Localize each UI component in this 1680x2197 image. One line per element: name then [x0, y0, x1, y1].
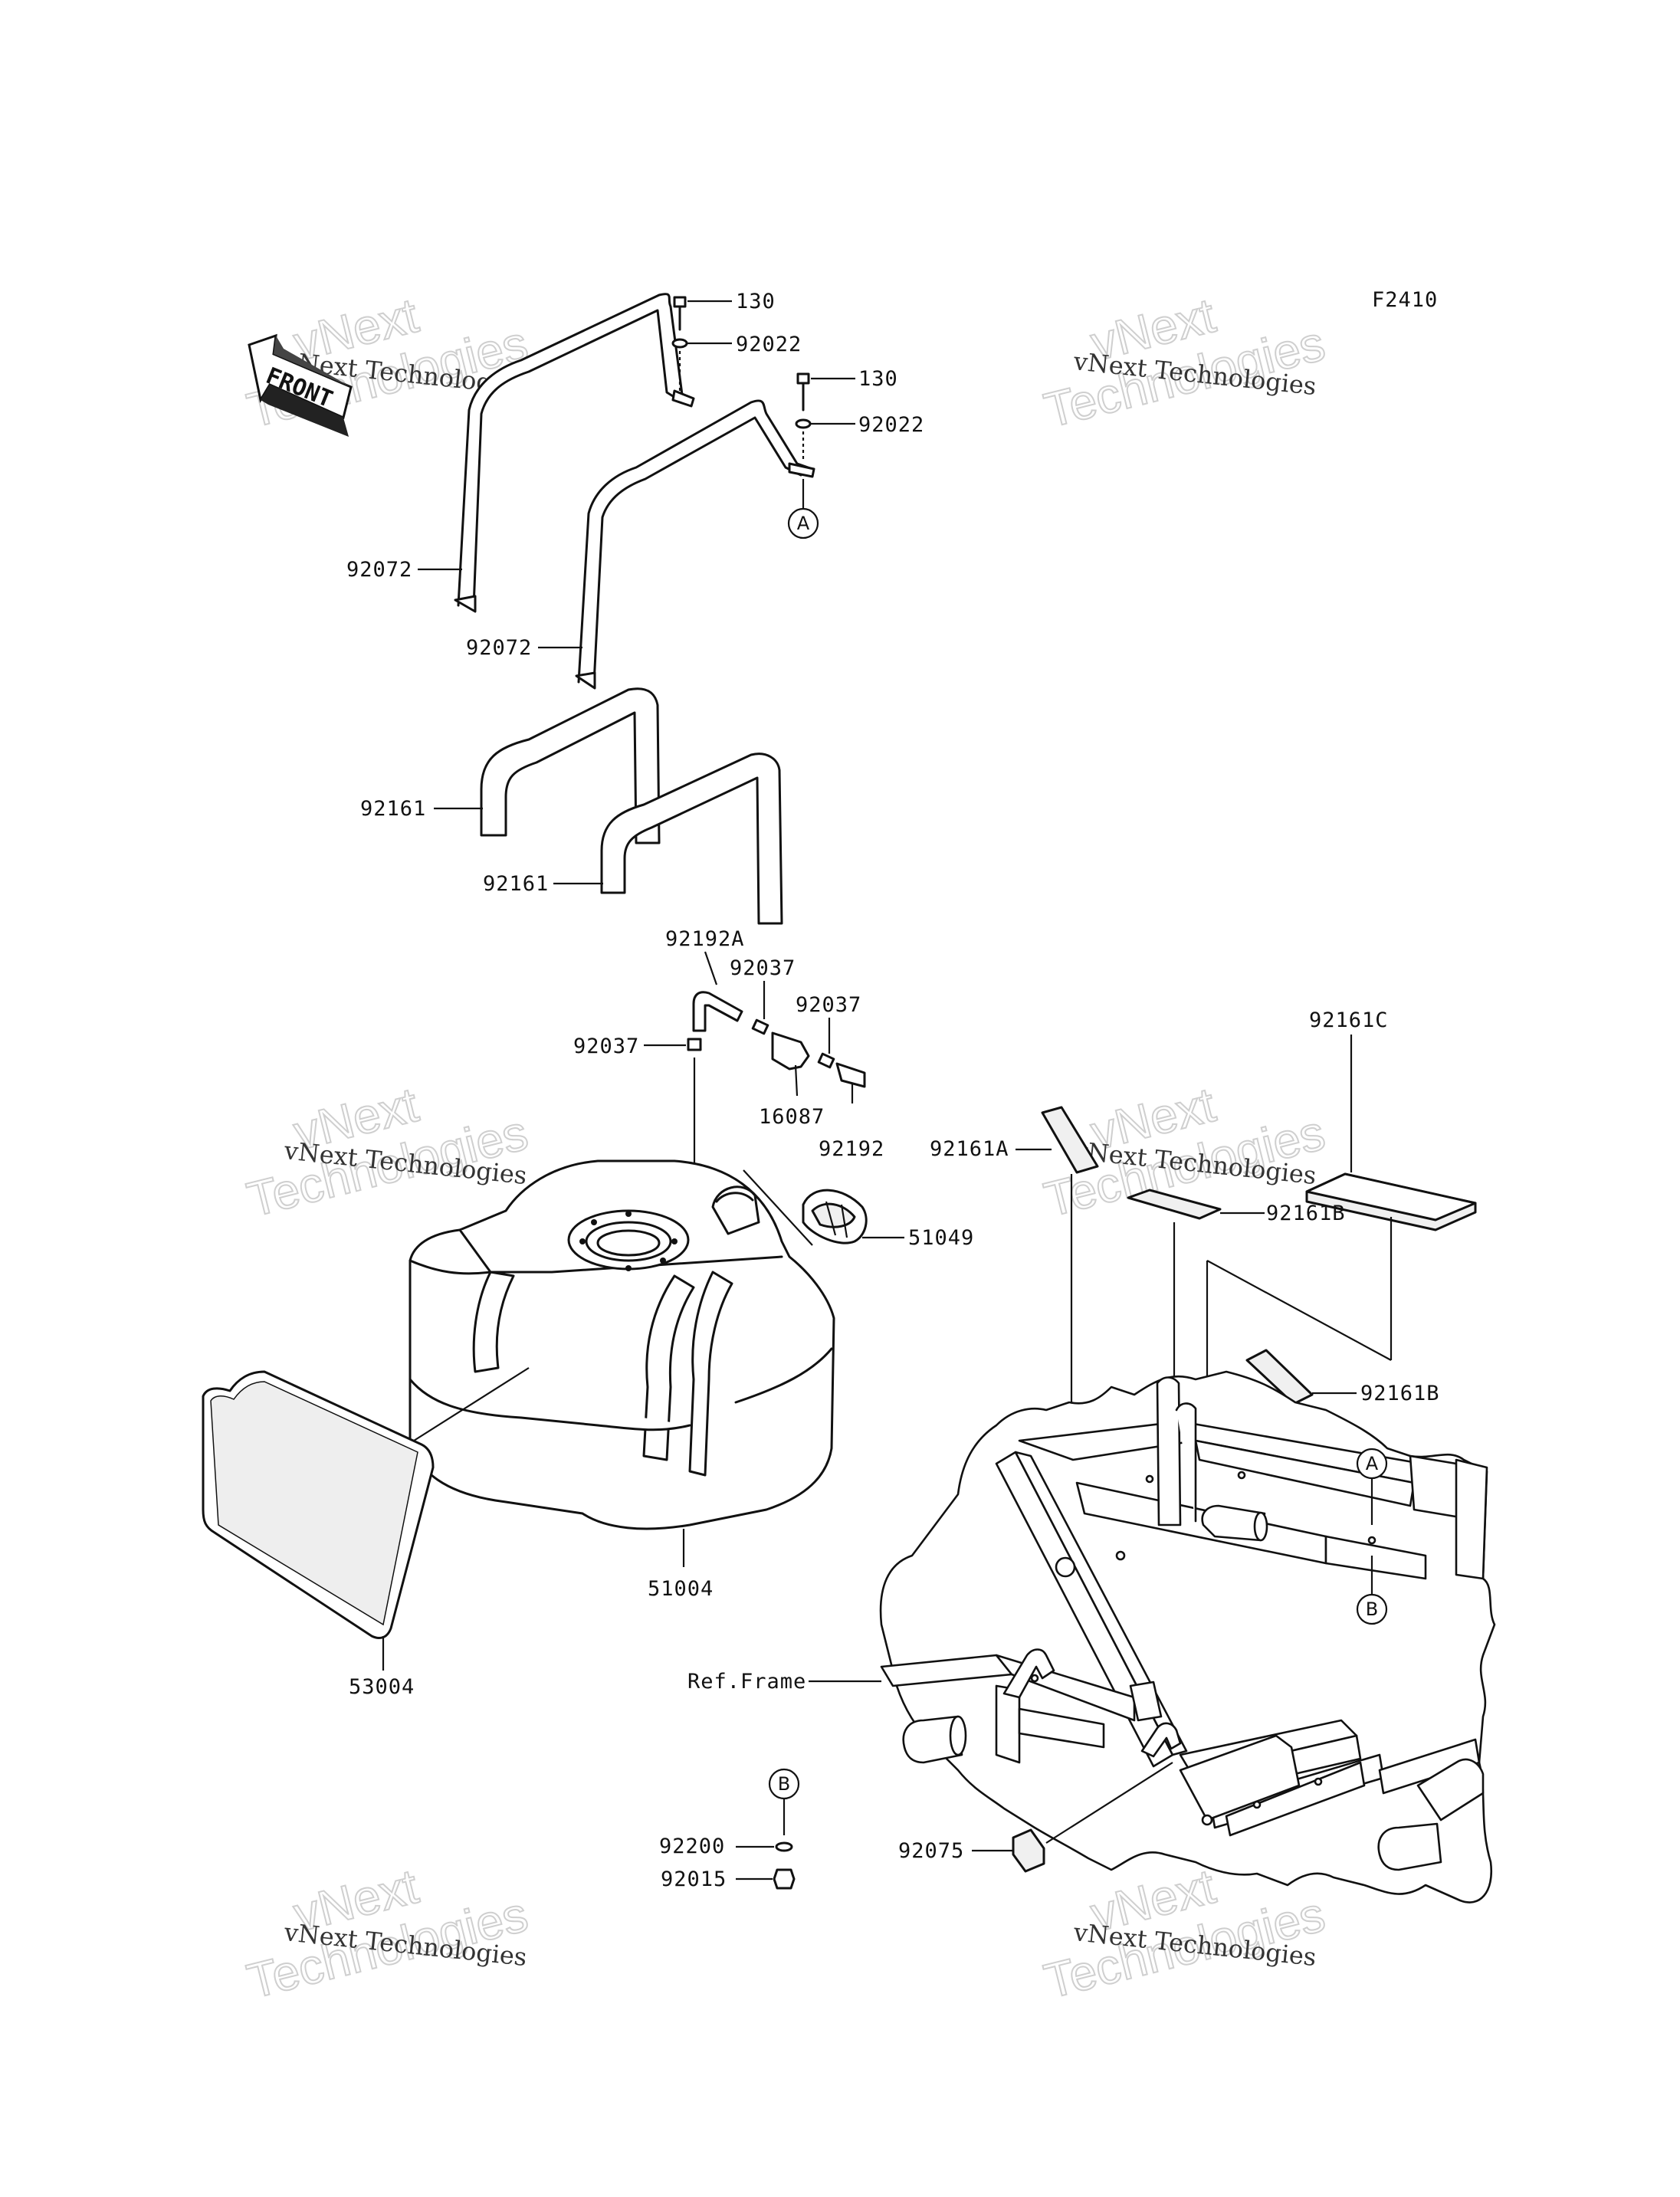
part-label-130: 130: [736, 290, 776, 313]
part-label-92192: 92192: [819, 1137, 884, 1161]
part-label-92072: 92072: [466, 636, 532, 660]
leader-line: [704, 951, 718, 985]
svg-text:B: B: [778, 1773, 790, 1795]
part-label-130: 130: [858, 367, 898, 391]
leader-line: [743, 1169, 813, 1246]
nut-92015: [773, 1868, 796, 1890]
part-label-51049: 51049: [908, 1226, 974, 1250]
watermark-mid-left: vNext Technologies: [241, 1076, 534, 1228]
fuel-cap-51049: [802, 1189, 868, 1244]
part-label-92161A: 92161A: [930, 1137, 1009, 1161]
part-label-92161: 92161: [360, 797, 426, 821]
watermark-bottom-left: vNext Technologies: [241, 1858, 534, 2010]
part-label-92037: 92037: [573, 1035, 639, 1058]
clamp-92037-b: [817, 1052, 835, 1069]
part-label-92200: 92200: [659, 1835, 725, 1858]
washer-92022-a: [671, 338, 688, 349]
pad-92075: [1012, 1828, 1045, 1873]
part-label-92015: 92015: [661, 1867, 727, 1891]
pad-92161B-upper: [1127, 1189, 1222, 1220]
svg-text:B: B: [1366, 1599, 1378, 1620]
part-label-92022: 92022: [858, 413, 924, 437]
callout-a-frame: A: [1356, 1448, 1388, 1480]
watermark-top-right: vNext Technologies: [1039, 287, 1331, 439]
part-label-92037: 92037: [796, 993, 861, 1017]
callout-b-bottom: B: [768, 1768, 800, 1800]
part-label-51004: 51004: [648, 1577, 714, 1601]
part-label-92192A: 92192A: [665, 927, 745, 951]
callout-b-frame: B: [1356, 1593, 1388, 1625]
bolt-130-a: [673, 296, 687, 331]
leader-line: [413, 1367, 530, 1441]
part-label-92022: 92022: [736, 333, 802, 356]
pad-92161B-lower: [1245, 1349, 1314, 1405]
part-label-53004: 53004: [349, 1675, 415, 1699]
reference-frame: [879, 1370, 1496, 1904]
part-label-92161C: 92161C: [1309, 1008, 1389, 1032]
pad-92161-lower: [600, 753, 783, 925]
front-arrow-icon: FRONT: [248, 333, 353, 437]
callout-a-top: A: [787, 507, 819, 539]
pad-92161C: [1305, 1172, 1477, 1231]
washer-92022-b: [795, 418, 812, 429]
svg-text:A: A: [1366, 1453, 1379, 1474]
clamp-92037-a: [751, 1018, 769, 1035]
svg-text:A: A: [797, 513, 810, 534]
part-label-92161B: 92161B: [1360, 1382, 1440, 1405]
part-label-92037: 92037: [730, 956, 796, 980]
clamp-92037-c: [687, 1038, 702, 1051]
pad-92161A: [1041, 1106, 1099, 1174]
part-label-92161: 92161: [483, 872, 549, 896]
figure-code: F2410: [1372, 288, 1438, 312]
valve-16087: [771, 1031, 810, 1097]
leader-line: [1045, 1762, 1173, 1844]
strap-92072-upper: [454, 293, 695, 613]
heat-shield-53004: [202, 1370, 435, 1639]
washer-92200: [775, 1841, 793, 1852]
part-label-92161B: 92161B: [1266, 1202, 1346, 1225]
ref-frame-label: Ref.Frame: [687, 1670, 806, 1694]
fuel-tank-51004: [409, 1159, 835, 1530]
part-label-92075: 92075: [898, 1839, 964, 1863]
strap-92072-lower: [575, 399, 815, 690]
fitting-92192: [835, 1062, 866, 1103]
part-label-92072: 92072: [346, 558, 412, 582]
bolt-130-b: [796, 372, 810, 412]
hose-92192A: [692, 991, 743, 1032]
part-label-16087: 16087: [759, 1105, 825, 1129]
